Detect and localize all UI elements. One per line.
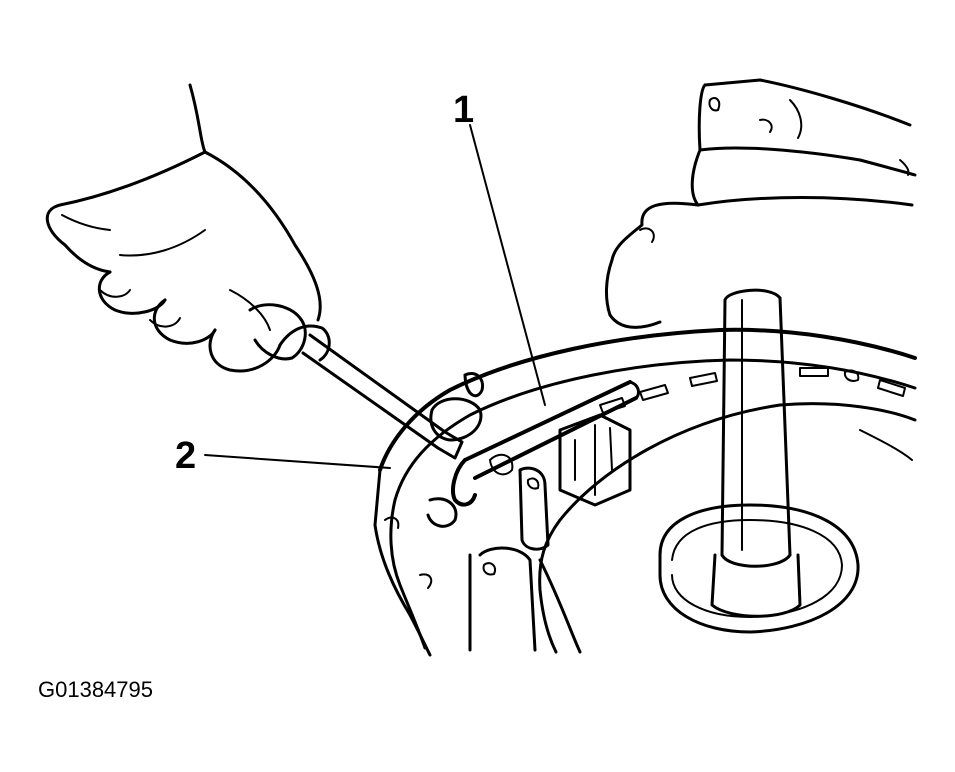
figure-id: G01384795 <box>38 677 153 702</box>
rod-part <box>451 380 640 507</box>
leader-line-1 <box>469 124 546 406</box>
case-rim <box>373 327 917 657</box>
screwdriver-drawing <box>248 303 464 460</box>
hand-drawing <box>45 83 322 373</box>
housing-upper <box>605 78 917 329</box>
callout-label-1: 1 <box>453 89 474 131</box>
callout-label-2: 2 <box>175 435 196 477</box>
callout-leaders <box>204 124 546 469</box>
valve-body <box>426 372 632 652</box>
leader-line-2 <box>204 454 391 469</box>
clutch-drum <box>538 367 917 654</box>
input-shaft <box>658 288 860 634</box>
